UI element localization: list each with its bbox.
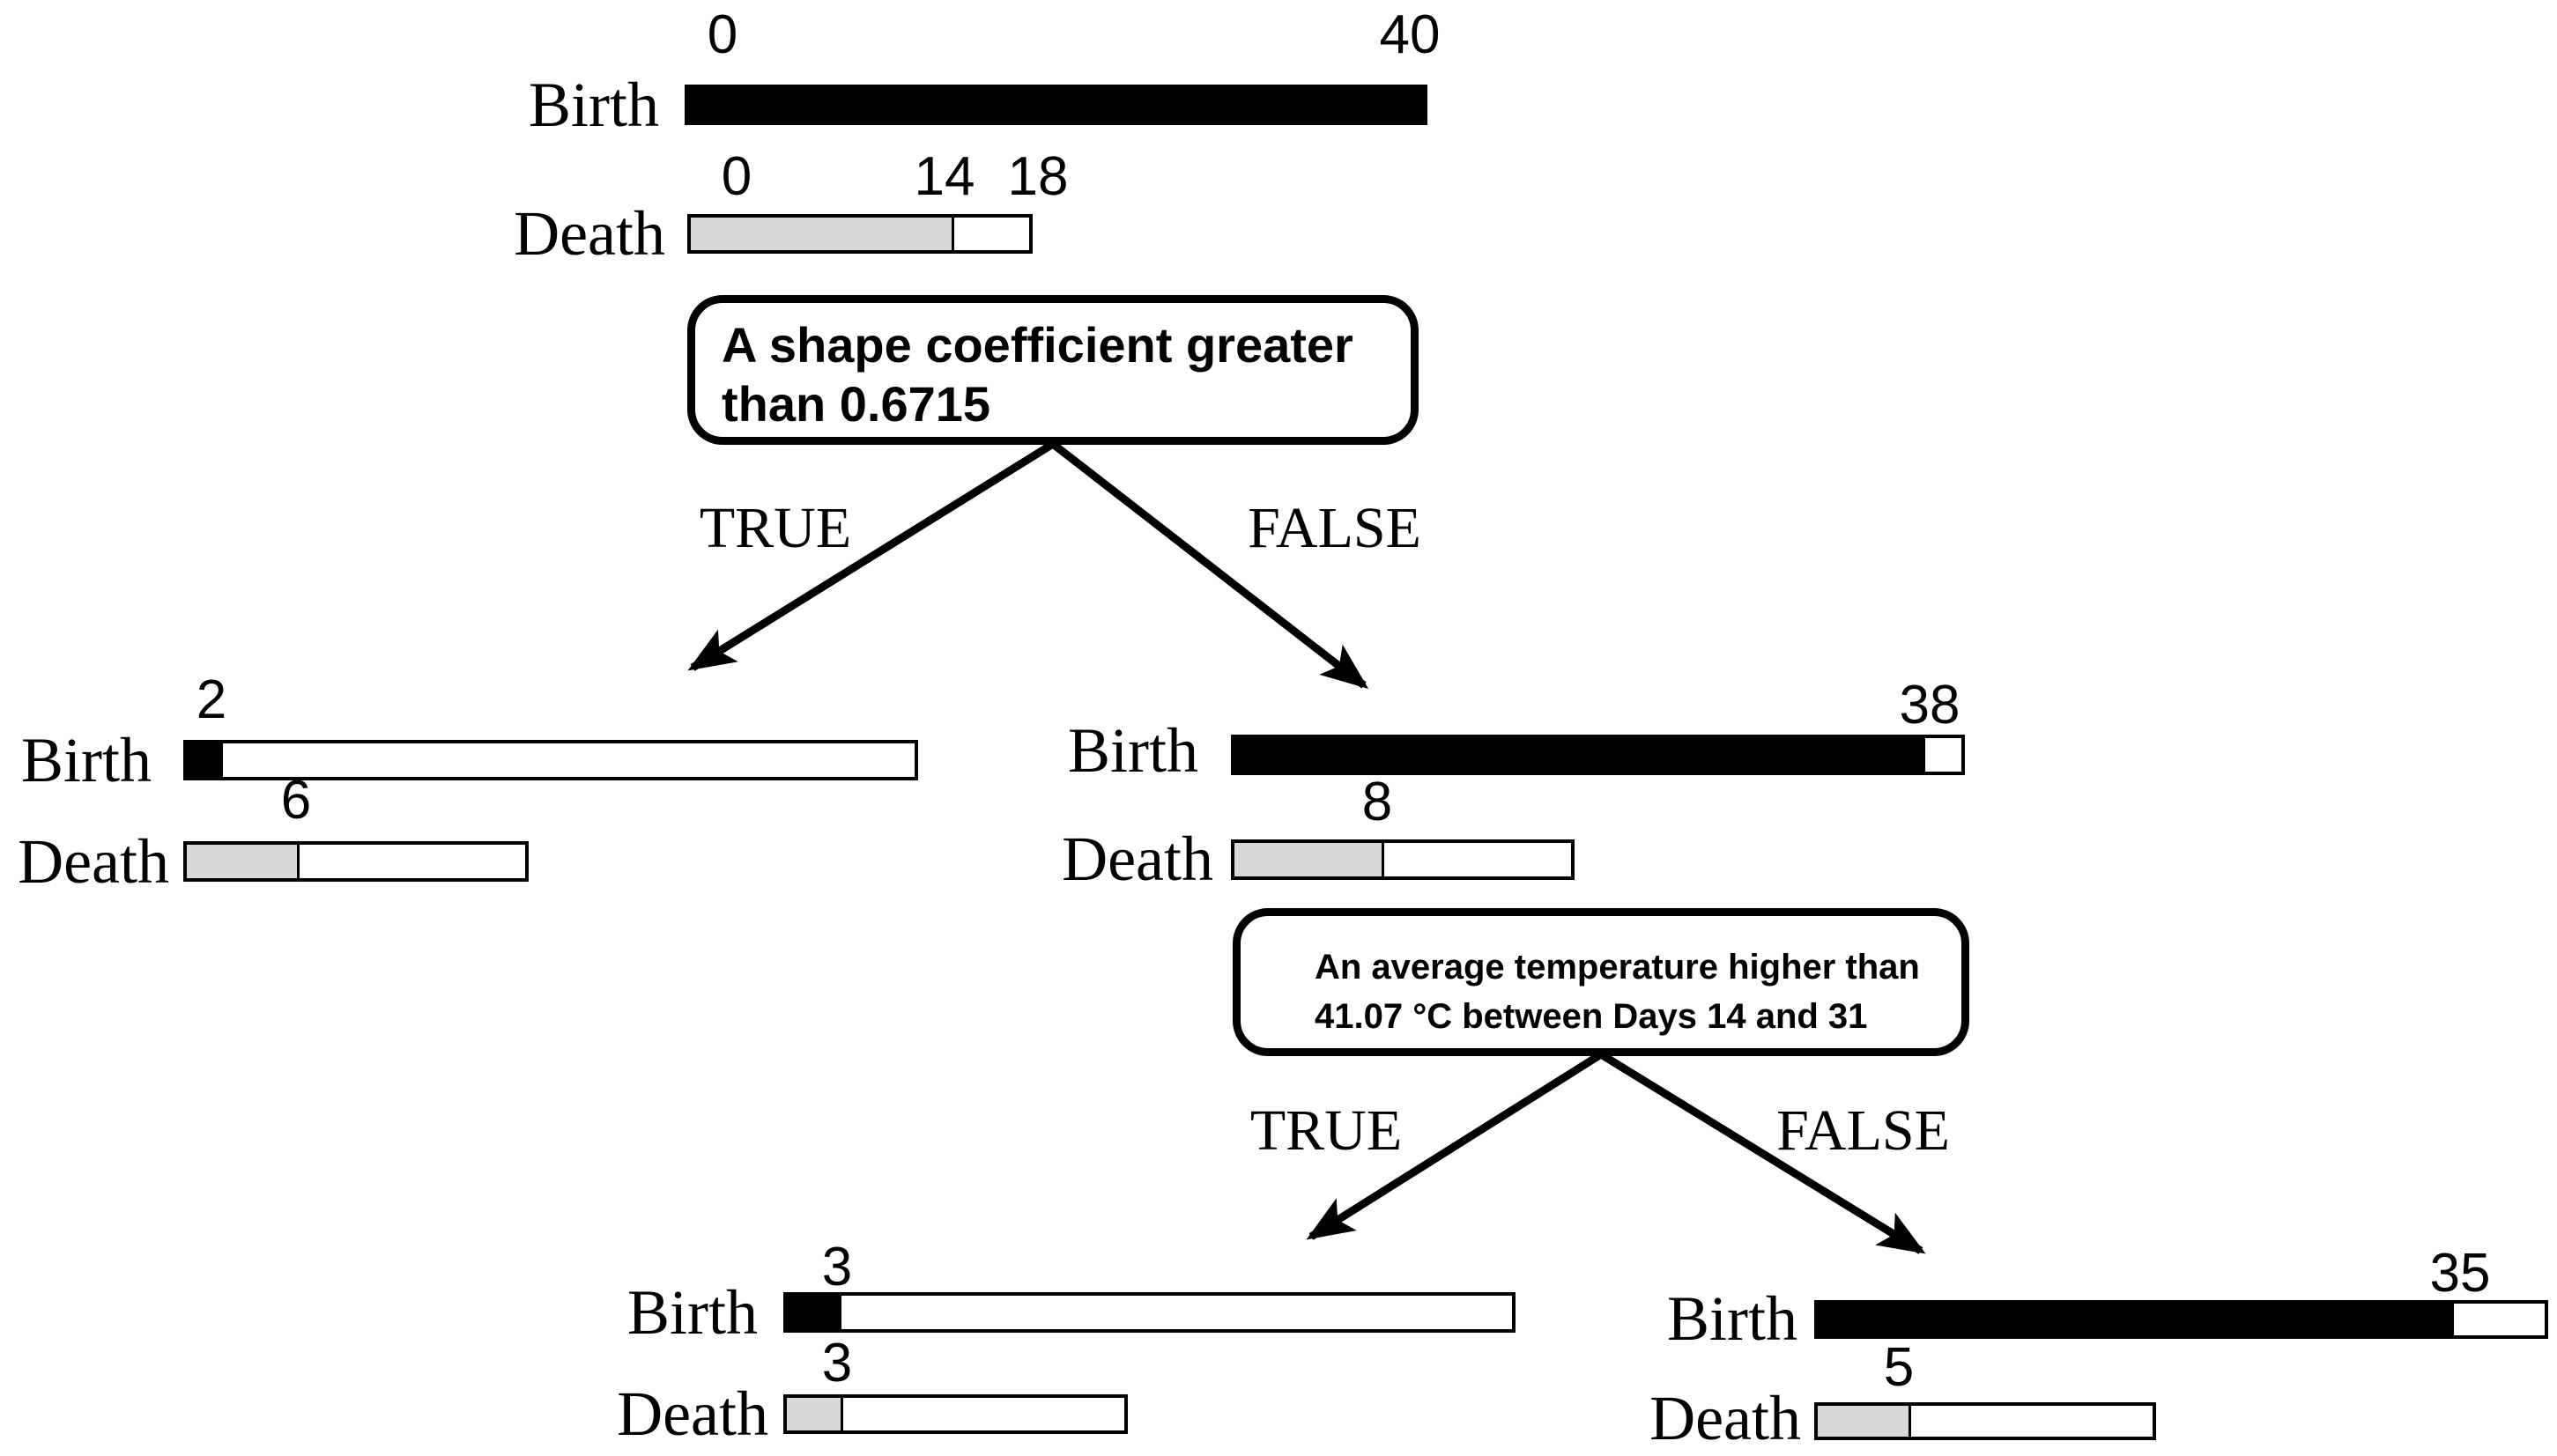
root-death-fill: [691, 218, 954, 250]
split2-false-label: FALSE: [1776, 1098, 1950, 1163]
split2-true-arrow: [1306, 1051, 1604, 1240]
true2-node-birth-fill: [787, 1296, 841, 1329]
split2-true-label: TRUE: [1249, 1098, 1403, 1163]
root-birth-fill: [688, 88, 1424, 122]
root-death-tick-start: 0: [721, 146, 752, 207]
root-death-tick-mid: 14: [914, 146, 975, 207]
true2-node-birth-label: Birth: [626, 1277, 758, 1348]
split1-true-label: TRUE: [699, 496, 852, 560]
false-node-birth-bar: [1231, 735, 1965, 775]
true2-node-death-bar: [783, 1394, 1128, 1434]
split1-true-arrow: [687, 440, 1056, 671]
false2-node-birth-fill: [1818, 1304, 2454, 1335]
false2-node-death-fill: [1818, 1406, 1911, 1437]
decision-box-1-line-2: than 0.6715: [722, 376, 991, 432]
true-node-birth-fill: [187, 743, 224, 777]
split1-false-label: FALSE: [1248, 496, 1421, 560]
root-birth-bar: [685, 85, 1427, 125]
true-node-death-tick: 6: [280, 770, 312, 831]
false2-node-death-label: Death: [1649, 1383, 1801, 1453]
root-death-tick-end: 18: [1007, 146, 1069, 207]
true-node-birth-bar: [183, 740, 918, 780]
true-node-birth-tick: 2: [196, 669, 227, 730]
false2-node-death-bar: [1814, 1402, 2156, 1440]
true2-node-death-label: Death: [617, 1378, 768, 1449]
split1-false-arrow: [1050, 440, 1369, 689]
false-node-death-tick: 8: [1361, 772, 1393, 832]
root-birth-tick-start: 0: [707, 4, 738, 65]
root-death-bar: [687, 214, 1033, 254]
decision-box-1-line-1: A shape coefficient greater: [722, 317, 1353, 373]
false-node-death-label: Death: [1062, 824, 1213, 894]
decision-box-shape-coefficient: A shape coefficient greater than 0.6715: [687, 295, 1419, 445]
true2-node-birth-bar: [783, 1292, 1516, 1333]
root-birth-label: Birth: [528, 70, 659, 140]
true2-node-death-tick: 3: [821, 1333, 853, 1393]
false2-node-birth-tick: 35: [2429, 1243, 2491, 1304]
decision-box-2-line-1: An average temperature higher than: [1315, 948, 1920, 987]
split2-false-arrow: [1598, 1051, 1926, 1254]
false-node-birth-label: Birth: [1067, 715, 1198, 786]
true2-node-death-fill: [787, 1398, 843, 1430]
decision-box-2-line-2: 41.07 °C between Days 14 and 31: [1315, 997, 1868, 1036]
decision-box-average-temperature: An average temperature higher than 41.07…: [1233, 908, 1969, 1056]
false2-node-death-tick: 5: [1883, 1337, 1915, 1398]
true2-node-birth-tick: 3: [821, 1237, 853, 1297]
true-node-birth-label: Birth: [20, 725, 152, 795]
true-node-death-fill: [187, 845, 300, 878]
false-node-birth-tick: 38: [1899, 675, 1960, 735]
false-node-death-bar: [1231, 839, 1575, 880]
true-node-death-label: Death: [18, 826, 169, 897]
root-death-label: Death: [514, 198, 665, 269]
false2-node-birth-label: Birth: [1666, 1283, 1797, 1354]
root-birth-tick-end: 40: [1379, 4, 1441, 65]
false2-node-birth-bar: [1814, 1300, 2548, 1339]
false-node-birth-fill: [1234, 738, 1925, 772]
true-node-death-bar: [183, 841, 529, 882]
false-node-death-fill: [1234, 843, 1384, 876]
